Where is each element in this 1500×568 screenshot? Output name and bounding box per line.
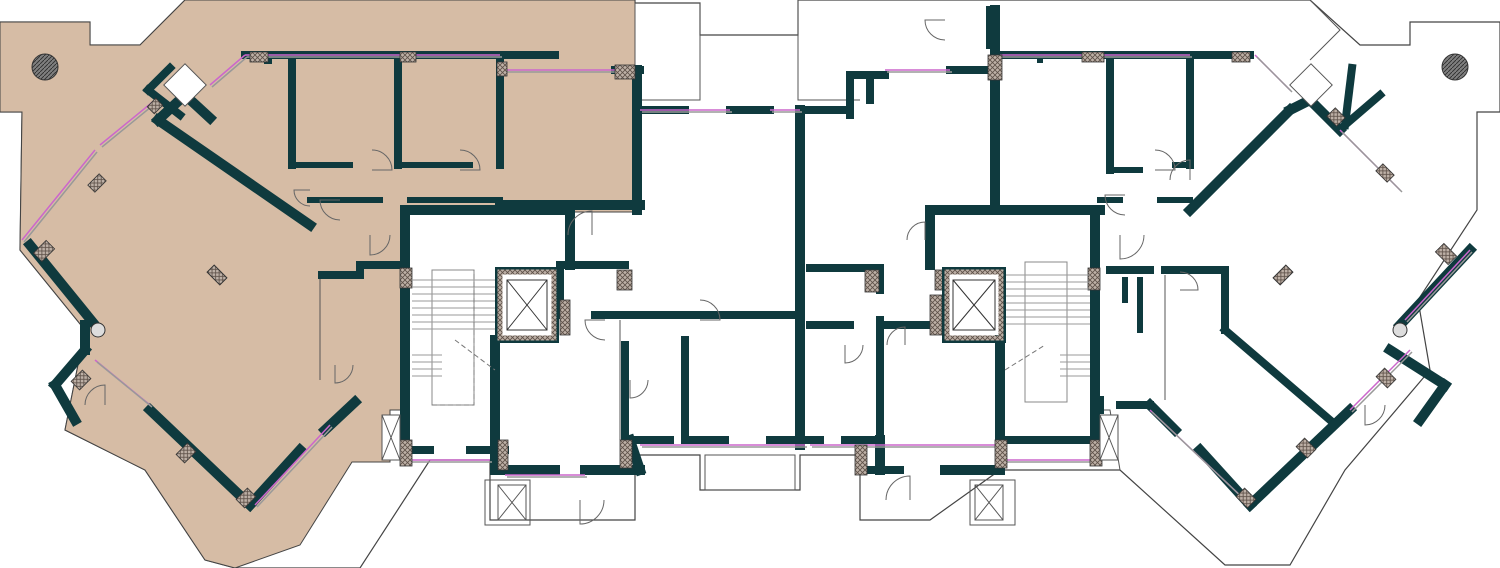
- column-icon: [1392, 322, 1408, 338]
- ventilation-shaft-icon: [1441, 53, 1469, 81]
- windows: [21, 54, 1473, 508]
- door-swing-icon: [84, 19, 1386, 525]
- column-icon: [1272, 264, 1294, 286]
- column-icon: [206, 264, 228, 286]
- stairwell-right: [1004, 261, 1090, 403]
- highlighted-apartment[interactable]: [0, 0, 636, 568]
- elevator-icon: [942, 267, 1006, 343]
- walls: [22, 5, 1478, 513]
- shaft-crosses: [163, 63, 1333, 521]
- elevator-icon: [495, 267, 559, 343]
- ventilation-shaft-icon: [31, 53, 59, 81]
- column-icon: [90, 322, 106, 338]
- stairwell-left: [412, 269, 497, 406]
- structural-columns: [32, 51, 1458, 509]
